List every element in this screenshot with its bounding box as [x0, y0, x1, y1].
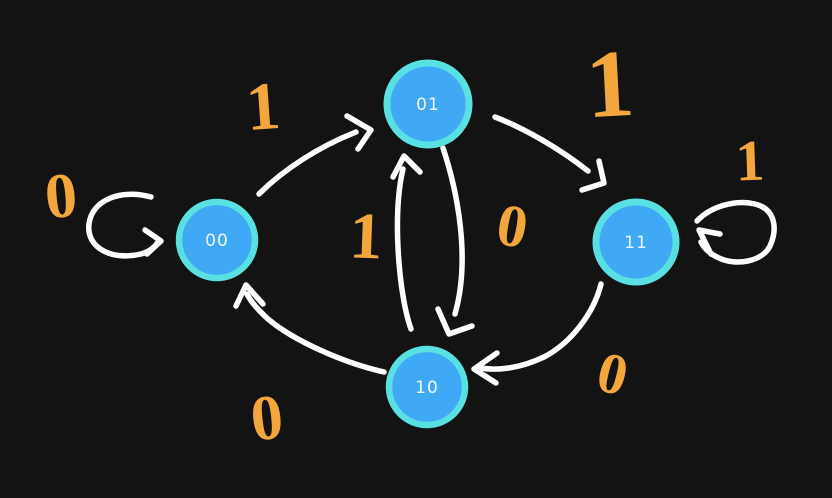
- transition-01-to-11-label[interactable]: 1: [583, 29, 637, 138]
- state-10-label: 10: [415, 378, 439, 398]
- transition-10-to-00-arrowhead-icon: [233, 282, 266, 309]
- transition-10-to-01-arrowhead-icon: [390, 153, 423, 180]
- transition-10-to-01-label[interactable]: 1: [348, 199, 384, 273]
- transition-00-to-00-curve[interactable]: [86, 191, 161, 259]
- transition-11-to-10-arrowhead-icon: [471, 350, 500, 386]
- state-10[interactable]: 10: [385, 345, 469, 429]
- transition-11-to-10-label[interactable]: 0: [591, 339, 635, 409]
- transition-00-to-00-arrowhead-icon: [142, 227, 164, 257]
- transition-10-to-00[interactable]: 0: [233, 282, 387, 455]
- transition-01-to-10[interactable]: 0: [435, 145, 533, 337]
- transition-11-to-10[interactable]: 0: [471, 281, 635, 409]
- transition-01-to-10-arrowhead-icon: [435, 306, 475, 337]
- state-00-label: 00: [205, 231, 229, 251]
- state-00-circle[interactable]: [175, 198, 259, 282]
- transition-01-to-10-curve[interactable]: [440, 145, 465, 317]
- transition-10-to-01-curve[interactable]: [394, 166, 414, 332]
- transition-01-to-11[interactable]: 1: [492, 29, 637, 193]
- state-11[interactable]: 11: [592, 198, 680, 286]
- transition-11-to-11-label[interactable]: 1: [734, 128, 765, 194]
- state-11-circle[interactable]: [592, 198, 680, 286]
- transition-11-to-11-arrowhead-icon: [696, 227, 723, 257]
- transition-11-to-10-curve[interactable]: [478, 281, 604, 372]
- transition-10-to-00-curve[interactable]: [244, 291, 387, 375]
- state-01-circle[interactable]: [383, 59, 473, 149]
- transition-00-to-01-curve[interactable]: [256, 129, 359, 197]
- state-01[interactable]: 01: [383, 59, 473, 149]
- transition-00-to-01[interactable]: 1: [243, 67, 374, 197]
- transition-00-to-01-label[interactable]: 1: [243, 67, 282, 145]
- transition-11-to-11[interactable]: 1: [694, 128, 777, 265]
- transition-01-to-11-curve[interactable]: [492, 114, 591, 174]
- state-00[interactable]: 00: [175, 198, 259, 282]
- transition-01-to-11-arrowhead-icon: [579, 158, 607, 193]
- transition-00-to-00-label[interactable]: 0: [42, 159, 80, 233]
- state-11-label: 11: [624, 233, 648, 253]
- transition-10-to-01[interactable]: 1: [348, 153, 423, 332]
- transition-00-to-01-arrowhead-icon: [344, 113, 374, 152]
- state-10-circle[interactable]: [385, 345, 469, 429]
- transition-10-to-00-label[interactable]: 0: [247, 381, 286, 455]
- transition-01-to-10-label[interactable]: 0: [492, 191, 533, 261]
- transition-00-to-00[interactable]: 0: [42, 159, 164, 259]
- state-01-label: 01: [416, 95, 440, 115]
